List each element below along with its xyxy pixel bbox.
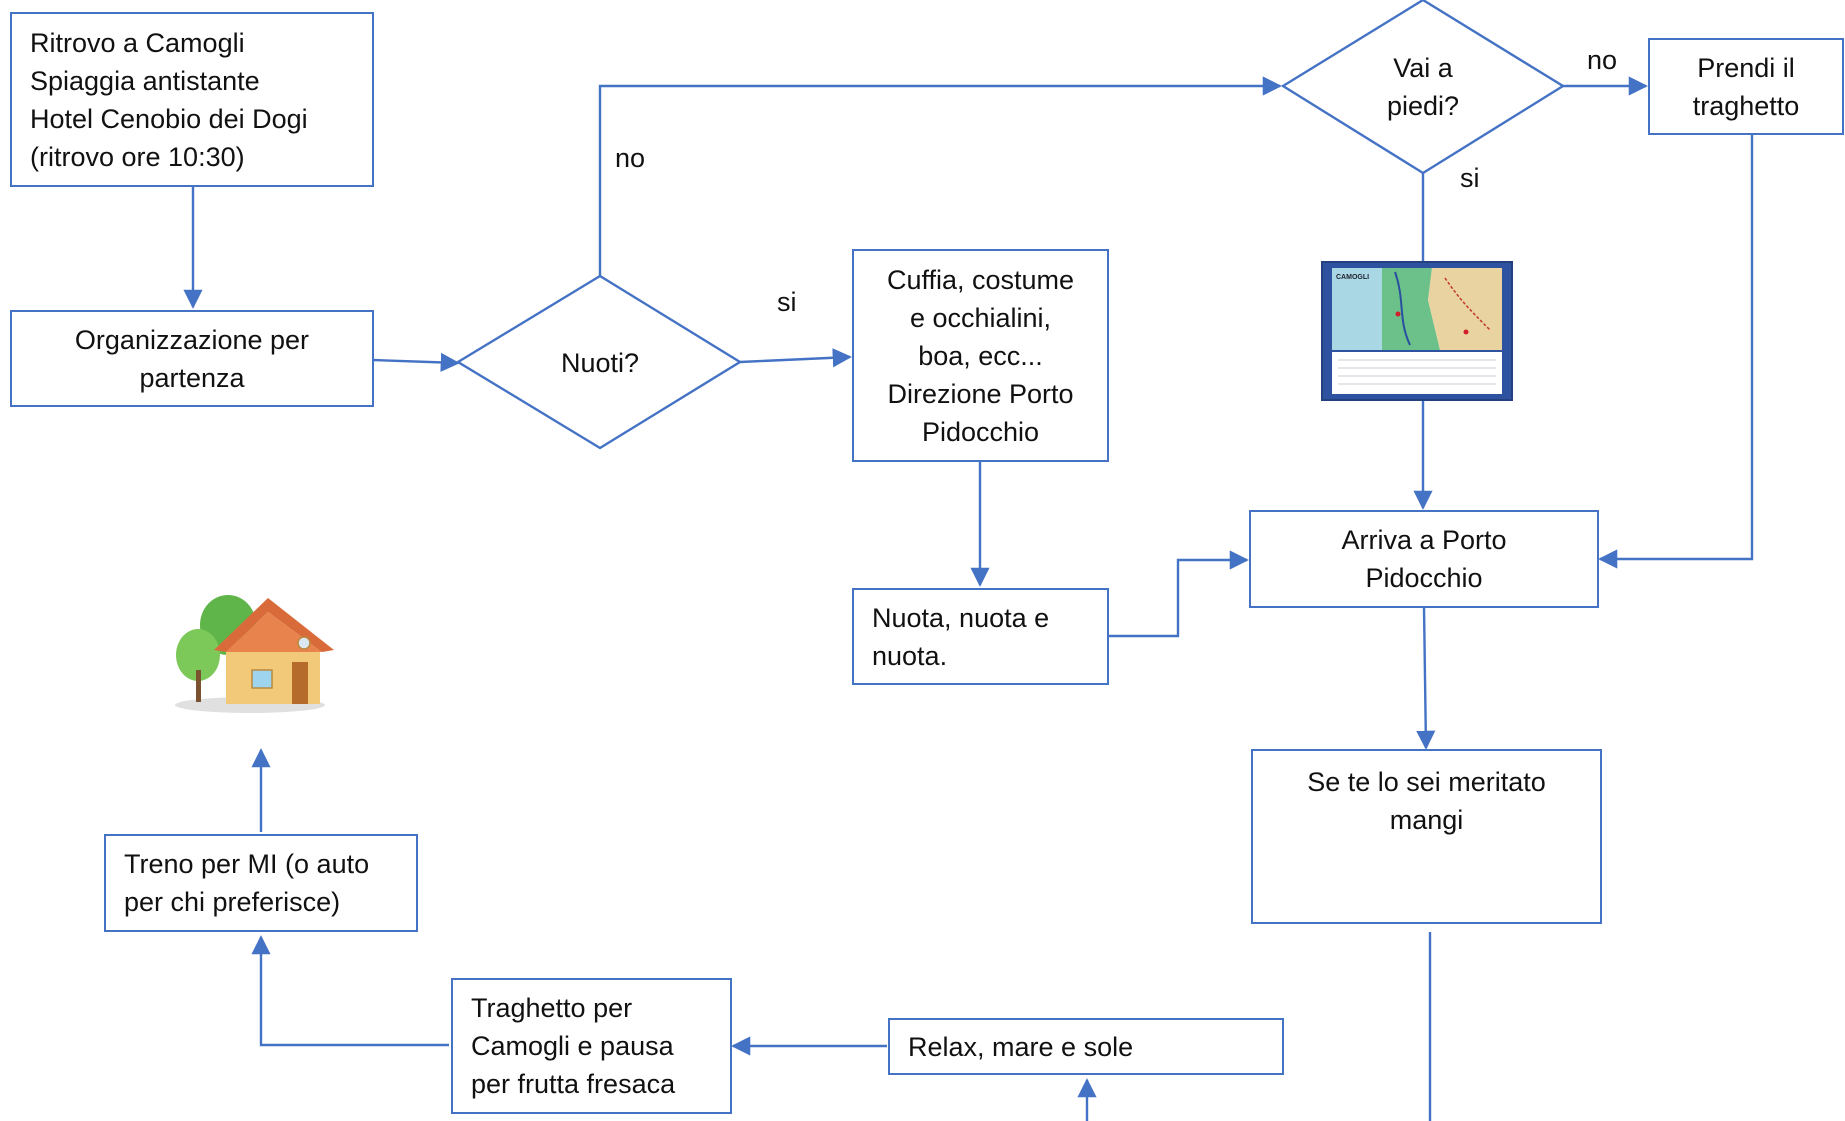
node-relax: Relax, mare e sole [888,1018,1284,1075]
edge-label-swim-yes: si [777,287,797,317]
node-ferry-line: Prendi il [1697,52,1795,83]
edge-ferry-arrive [1598,135,1754,569]
node-eat-line: mangi [1389,805,1464,835]
node-organize-line: Organizzazione per [74,324,310,355]
decision-swim-label: Nuoti? [560,348,640,378]
node-ferry-back-line: Traghetto per [471,993,633,1023]
node-gear-line: Direzione Porto [887,378,1074,409]
node-gear-line: e occhialini, [909,302,1052,333]
edge-label-walk-no: no [1587,45,1618,75]
node-train-line: per chi preferisce) [124,887,341,917]
node-start-line: (ritrovo ore 10:30) [30,141,245,172]
node-gear-line: Cuffia, costume [886,264,1075,295]
decision-walk-diamond [1280,0,1566,175]
edge-label-walk-yes: si [1460,163,1480,193]
edge-organize-swim-q [372,352,460,372]
node-ferry-back: Traghetto per Camogli e pausa per frutta… [451,978,732,1114]
map-title: CAMOGLI [1336,274,1369,281]
node-eat: Se te lo sei meritato mangi [1251,749,1602,924]
node-organize: Organizzazione per partenza [10,310,374,407]
node-ferry: Prendi il traghetto [1648,38,1844,135]
node-swim-line: Nuota, nuota e [872,602,1050,633]
edge-arrive-eat [1416,606,1436,750]
node-gear: Cuffia, costume e occhialini, boa, ecc..… [852,249,1109,462]
node-start-line: Hotel Cenobio dei Dogi [30,103,308,134]
node-gear-line: boa, ecc... [918,340,1043,371]
node-start: Ritrovo a Camogli Spiaggia antistante Ho… [10,12,374,187]
decision-swim-diamond [455,274,743,450]
node-arrive-line: Arriva a Porto [1341,525,1507,555]
node-eat-line: Se te lo sei meritato [1307,767,1546,797]
node-arrive: Arriva a Porto Pidocchio [1249,510,1599,608]
node-start-line: Spiaggia antistante [30,65,260,96]
node-start-line: Ritrovo a Camogli [30,27,245,58]
node-ferry-line: traghetto [1692,90,1800,121]
node-relax-line: Relax, mare e sole [908,1031,1134,1062]
edge-swim-q-gear [739,348,852,368]
node-ferry-back-line: Camogli e pausa [471,1031,674,1061]
edge-swim-arrive [1108,550,1249,638]
trail-map-image: CAMOGLI [1321,261,1513,401]
node-swim: Nuota, nuota e nuota. [852,588,1109,685]
node-ferry-back-line: per frutta fresaca [471,1069,676,1099]
node-organize-line: partenza [139,362,245,393]
node-train-line: Treno per MI (o auto [124,849,370,879]
edge-label-swim-no: no [615,143,646,173]
decision-walk-label: Vai a piedi? [1386,53,1460,121]
node-swim-line: nuota. [872,640,948,671]
edge-ferry-back-train [251,935,449,1047]
edge-swim-q-walk-q [598,76,1282,276]
node-train: Treno per MI (o auto per chi preferisce) [104,834,418,932]
node-gear-line: Pidocchio [921,416,1040,447]
node-arrive-line: Pidocchio [1365,563,1483,593]
house-trees-icon [175,595,334,713]
